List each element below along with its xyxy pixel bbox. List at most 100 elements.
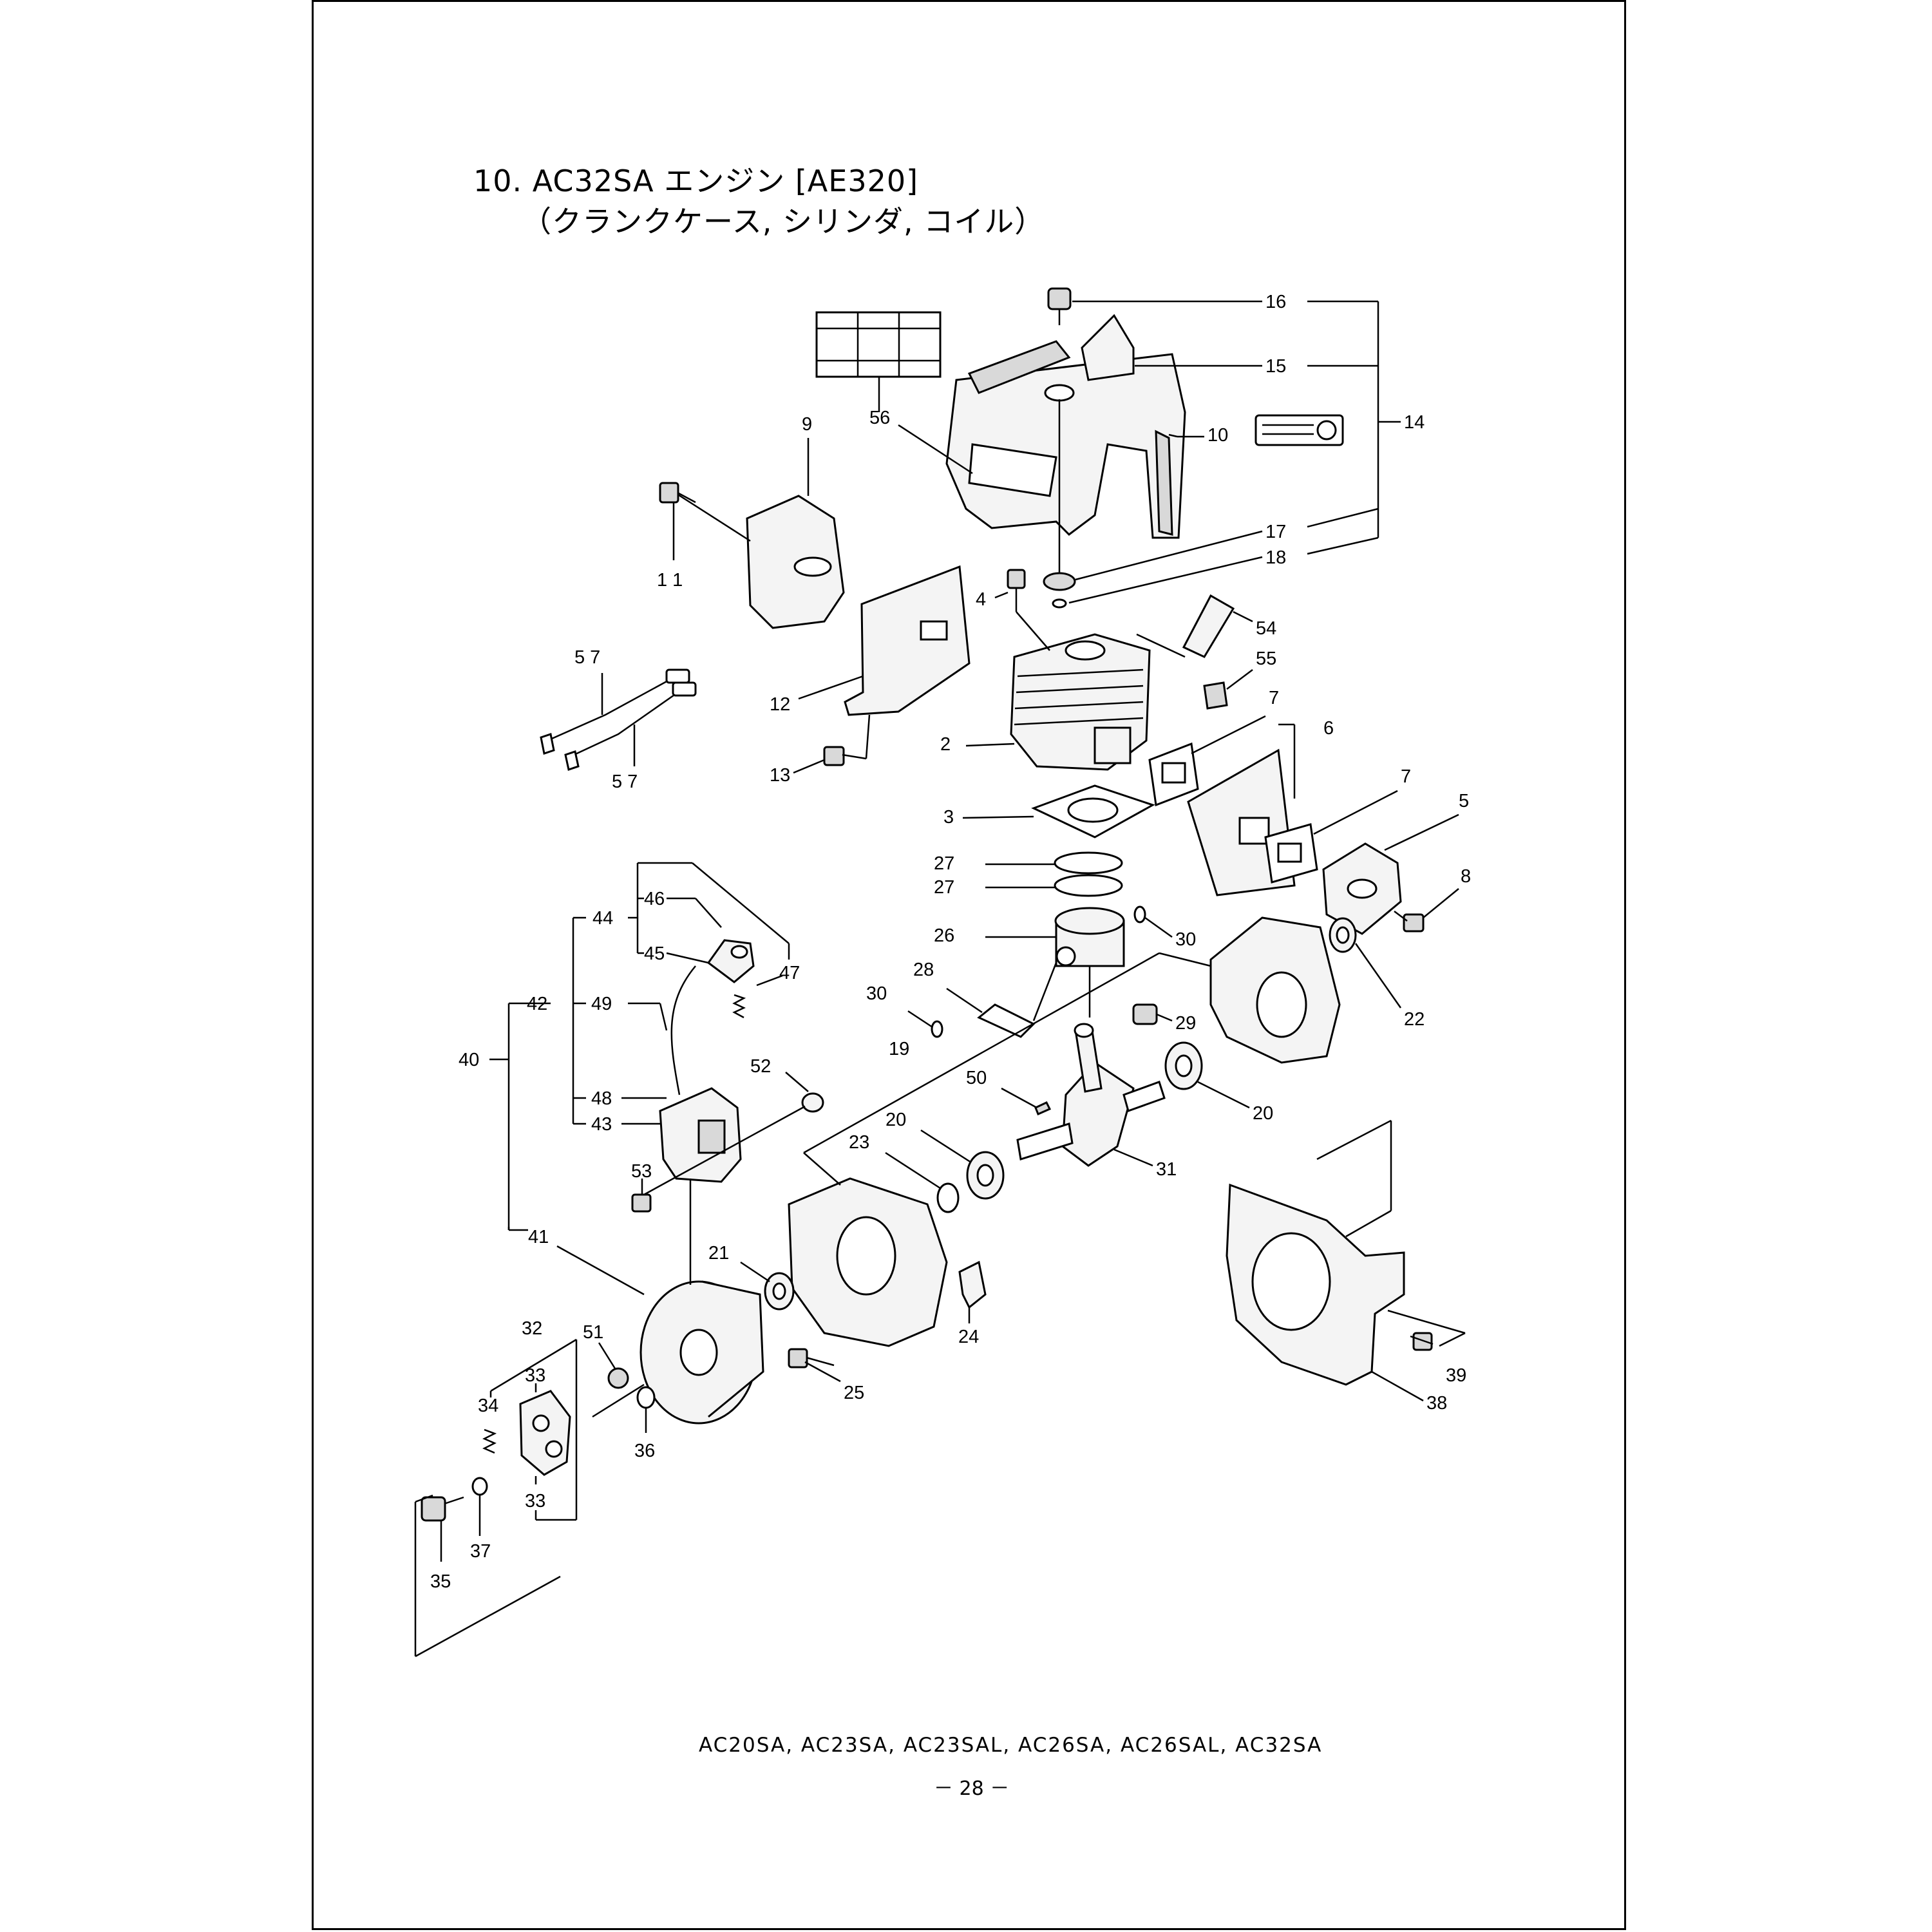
callout-7-upper: 7 bbox=[1269, 688, 1279, 708]
callout-3: 3 bbox=[943, 807, 954, 828]
callout-33-lower: 33 bbox=[525, 1491, 545, 1511]
diagram-title: 10. AC32SA エンジン [AE320] bbox=[473, 164, 919, 198]
clutch-spring bbox=[482, 1428, 497, 1454]
coil-spacer bbox=[643, 1092, 824, 1196]
engine-cover bbox=[945, 340, 1186, 539]
callout-25: 25 bbox=[844, 1383, 864, 1403]
clutch-washer bbox=[471, 1477, 488, 1496]
applicable-models: AC20SA, AC23SA, AC23SAL, AC26SA, AC26SAL… bbox=[699, 1734, 1323, 1757]
callout-37: 37 bbox=[470, 1541, 491, 1562]
callout-23: 23 bbox=[849, 1132, 869, 1153]
callout-22: 22 bbox=[1404, 1009, 1425, 1030]
oil-seal-right bbox=[1329, 917, 1357, 953]
cylinder-bolt bbox=[1007, 569, 1050, 651]
ground-wire-lower bbox=[564, 681, 697, 771]
callout-labels: 16 15 14 10 17 18 56 9 1 1 4 54 55 7 6 7… bbox=[430, 292, 1471, 1592]
coil-bolt bbox=[631, 1193, 652, 1213]
callout-9: 9 bbox=[802, 414, 812, 435]
callout-40: 40 bbox=[459, 1050, 479, 1070]
piston bbox=[1054, 907, 1125, 1018]
crankshaft-bearing-right bbox=[1164, 1041, 1203, 1090]
leader-lines bbox=[414, 300, 1466, 1658]
spark-plug-cap bbox=[706, 939, 755, 983]
callout-18: 18 bbox=[1265, 547, 1286, 568]
flywheel bbox=[639, 1280, 764, 1425]
warning-label bbox=[815, 311, 942, 412]
callout-30-left: 30 bbox=[866, 983, 887, 1004]
fan-housing-bolt bbox=[1410, 1332, 1434, 1351]
spark-plug bbox=[1136, 594, 1235, 658]
callout-41: 41 bbox=[528, 1227, 549, 1247]
flywheel-washer bbox=[636, 1386, 656, 1409]
callout-2: 2 bbox=[940, 734, 951, 755]
callout-50: 50 bbox=[966, 1068, 987, 1088]
cylinder-gasket bbox=[1031, 784, 1155, 838]
callout-47: 47 bbox=[779, 963, 800, 983]
cover-insulator bbox=[1081, 314, 1135, 381]
name-plate-label bbox=[1255, 414, 1344, 446]
needle-bearing bbox=[1132, 1003, 1158, 1025]
callout-21: 21 bbox=[708, 1243, 729, 1264]
callout-19: 19 bbox=[889, 1039, 909, 1059]
muffler bbox=[674, 491, 845, 629]
callout-46: 46 bbox=[644, 889, 665, 909]
callout-16: 16 bbox=[1265, 292, 1286, 312]
crankcase-bracket bbox=[958, 1260, 987, 1309]
callout-31: 31 bbox=[1156, 1159, 1177, 1180]
carburetor-adapter bbox=[1322, 842, 1402, 935]
callout-57-lower: 5 7 bbox=[612, 772, 638, 792]
bearing-snap-ring bbox=[936, 1182, 960, 1213]
callout-43: 43 bbox=[591, 1114, 612, 1135]
crankshaft-bearing-left bbox=[966, 1151, 1005, 1200]
callout-20-right: 20 bbox=[1253, 1103, 1273, 1124]
callout-48: 48 bbox=[591, 1088, 612, 1109]
flywheel-nut bbox=[607, 1367, 629, 1389]
callout-36: 36 bbox=[634, 1441, 655, 1461]
adapter-bolt bbox=[1394, 911, 1425, 933]
callout-32: 32 bbox=[522, 1318, 542, 1339]
callout-42: 42 bbox=[527, 994, 547, 1014]
callout-57-upper: 5 7 bbox=[574, 647, 600, 668]
page-number: － 28 － bbox=[934, 1777, 1010, 1800]
piston-ring-upper bbox=[1054, 851, 1123, 875]
callout-39: 39 bbox=[1446, 1365, 1466, 1386]
callout-55: 55 bbox=[1256, 649, 1276, 669]
callout-27-upper: 27 bbox=[934, 853, 954, 874]
intake-gasket-upper bbox=[1148, 742, 1199, 807]
callout-13: 13 bbox=[770, 765, 790, 786]
callout-11: 1 1 bbox=[657, 570, 683, 591]
callout-26: 26 bbox=[934, 925, 954, 946]
callout-53: 53 bbox=[631, 1161, 652, 1182]
clutch-shoe-assembly bbox=[519, 1390, 571, 1476]
callout-29: 29 bbox=[1175, 1013, 1196, 1034]
intake-gasket-lower bbox=[1264, 823, 1318, 884]
clutch-bolt bbox=[421, 1496, 464, 1522]
crankcase-left bbox=[788, 1177, 948, 1347]
callout-54: 54 bbox=[1256, 618, 1276, 639]
callout-24: 24 bbox=[958, 1327, 979, 1347]
plug-clip bbox=[1203, 681, 1228, 710]
callout-38: 38 bbox=[1426, 1393, 1447, 1414]
callout-14: 14 bbox=[1404, 412, 1425, 433]
callout-10: 10 bbox=[1208, 425, 1228, 446]
callout-30-right: 30 bbox=[1175, 929, 1196, 950]
callout-34: 34 bbox=[478, 1396, 498, 1416]
callout-28: 28 bbox=[913, 960, 934, 980]
callout-20-left: 20 bbox=[886, 1110, 906, 1130]
callout-6: 6 bbox=[1323, 718, 1334, 739]
fan-housing bbox=[1226, 1183, 1405, 1386]
diagram-subtitle: （クランクケース, シリンダ, コイル） bbox=[522, 204, 1045, 239]
piston-clip-right bbox=[1133, 905, 1146, 923]
high-tension-cord bbox=[670, 965, 696, 1095]
crankcase-bolt bbox=[788, 1348, 835, 1368]
callout-51: 51 bbox=[583, 1322, 603, 1343]
crankshaft-key bbox=[1034, 1101, 1052, 1116]
crankshaft bbox=[1016, 1023, 1166, 1167]
callout-4: 4 bbox=[976, 589, 986, 610]
callout-27-lower: 27 bbox=[934, 877, 954, 898]
page-frame bbox=[312, 0, 1626, 1930]
ground-wire-upper bbox=[540, 668, 690, 755]
callout-5: 5 bbox=[1459, 791, 1469, 811]
cover-bushing bbox=[1043, 399, 1076, 609]
